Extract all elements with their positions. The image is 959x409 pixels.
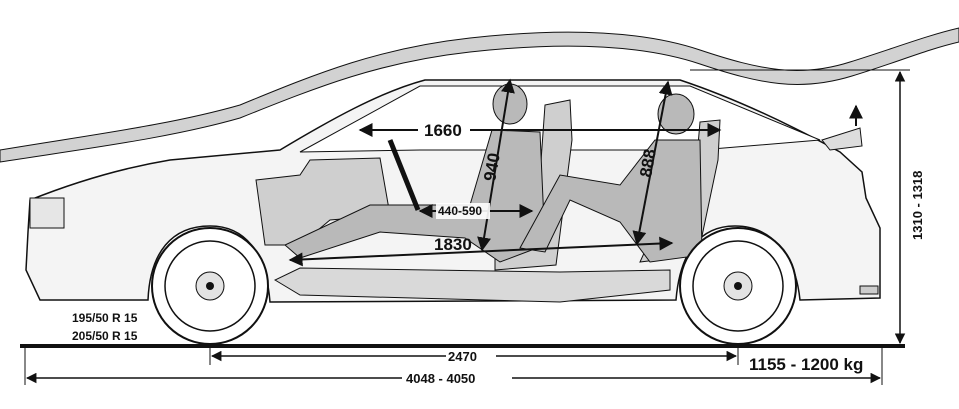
front-headroom-label: 940	[480, 151, 504, 182]
overall-length-label: 4048 - 4050	[406, 371, 475, 386]
wheelbase-label: 2470	[448, 349, 477, 364]
seat-travel-label: 440-590	[438, 204, 482, 218]
leg-length-arrow	[288, 236, 674, 267]
height-label: 1310 - 1318	[910, 171, 925, 240]
exhaust-pipe	[859, 285, 879, 295]
tire-size-1: 195/50 R 15	[72, 311, 138, 325]
leg-length-label: 1830	[434, 235, 472, 254]
airflow-band	[0, 27, 959, 163]
front-wheel	[151, 227, 269, 345]
tire-size-2: 205/50 R 15	[72, 329, 138, 343]
steering-column	[387, 139, 421, 211]
front-headroom-arrow	[477, 78, 515, 252]
rear-headroom-arrow	[632, 80, 673, 246]
weight-label: 1155 - 1200 kg	[749, 355, 863, 374]
interior-length-label: 1660	[424, 121, 462, 140]
interior-floor	[273, 267, 671, 303]
rear-spoiler	[821, 127, 863, 151]
rear-wheel	[679, 227, 797, 345]
rear-headroom-label: 888	[636, 147, 660, 178]
headlight	[29, 197, 65, 229]
